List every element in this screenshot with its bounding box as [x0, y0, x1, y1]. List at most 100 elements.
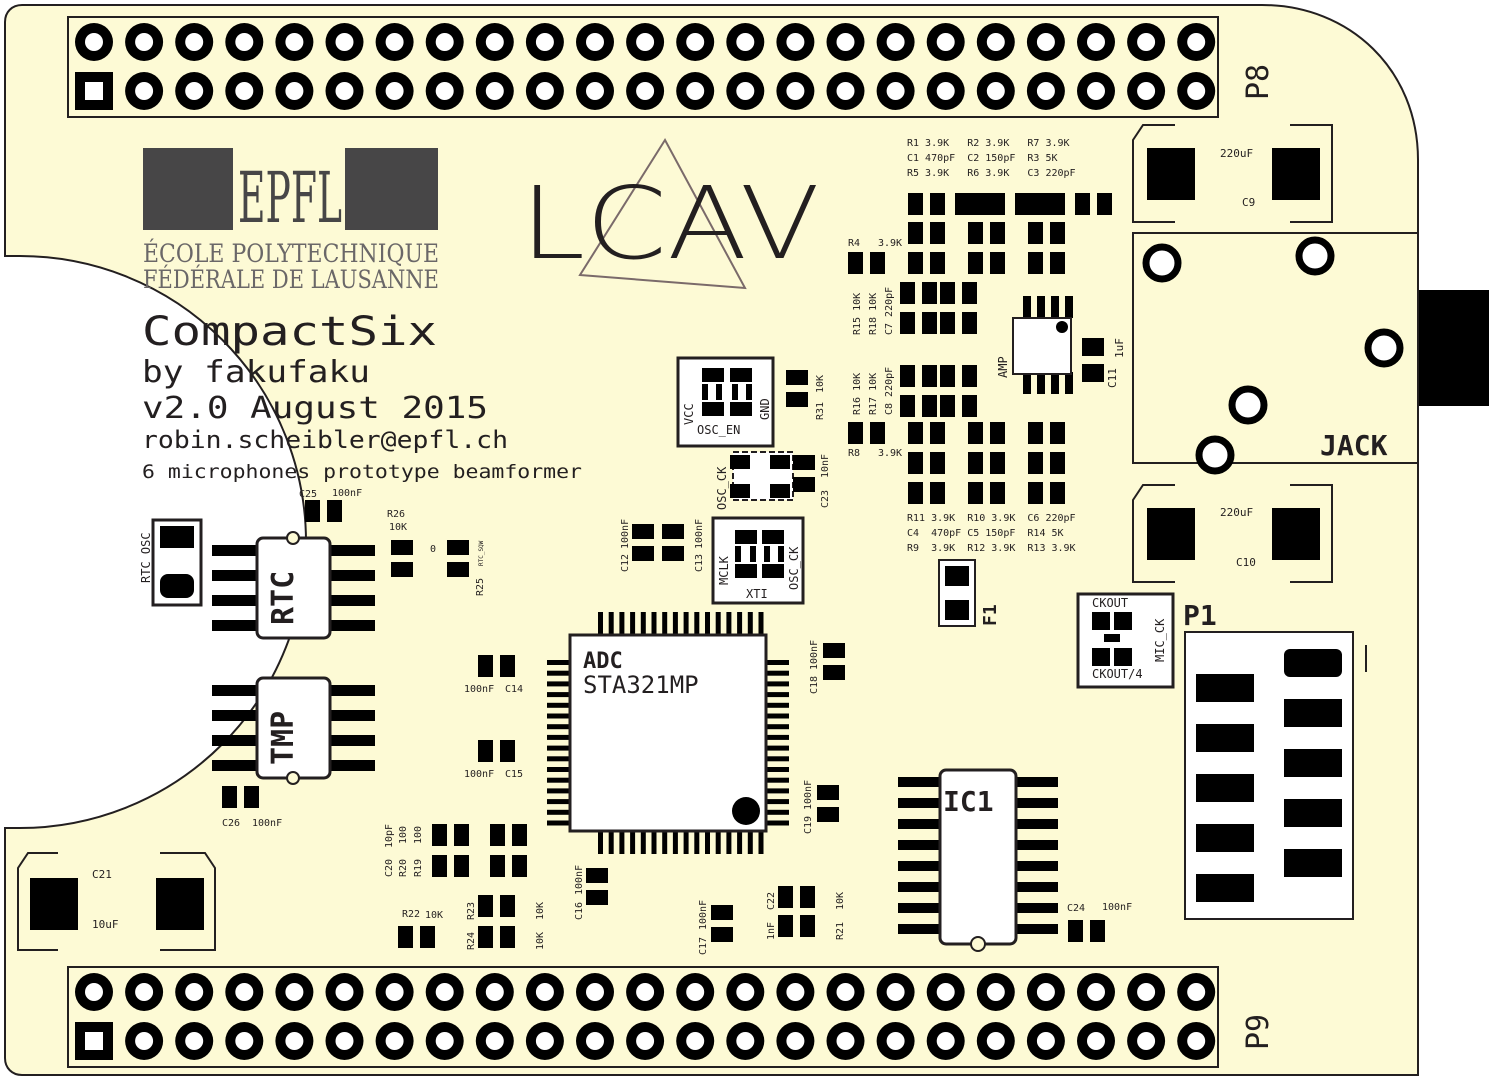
r8-label: R8: [848, 448, 860, 459]
value-row-2: C1 470pF C2 150pF R3 5K: [907, 153, 1058, 164]
adc-pin: [767, 681, 789, 687]
smd-pad: [962, 282, 977, 304]
header-p8-label: P8: [1241, 64, 1276, 100]
adc-pin: [547, 777, 569, 783]
filter-values: R1 3.9K R2 3.9K R7 3.9K C1 470pF C2 150p…: [907, 138, 1076, 554]
header-pin-hole: [836, 1032, 855, 1050]
rtc-osc-crystal: RTC_OSC: [139, 518, 203, 607]
header-pin-hole: [1087, 82, 1105, 100]
adc-pin: [715, 612, 721, 634]
smd-pad: [962, 395, 977, 417]
ic1-pin: [1016, 861, 1058, 871]
r31-label: R31: [815, 402, 826, 420]
smd-pad: [930, 252, 945, 274]
c10-label: C10: [1236, 556, 1256, 569]
smd-pad: [940, 312, 955, 334]
xti-osc-ck: OSC_CK: [787, 546, 801, 590]
adc-pin: [758, 612, 764, 634]
adc-pin: [737, 832, 743, 854]
c8-label: C8 220pF: [884, 367, 895, 415]
audio-jack: JACK: [1132, 232, 1489, 475]
smd-pad: [908, 482, 923, 504]
c10-value: 220uF: [1220, 506, 1253, 519]
smd-pad: [478, 895, 493, 917]
smd-pad: [398, 926, 413, 948]
smd-pad: [512, 855, 527, 877]
adc-pin: [767, 809, 789, 815]
smd-pad: [940, 365, 955, 387]
header-pin-hole: [385, 33, 404, 51]
ic1-pin: [898, 819, 940, 829]
smd-pad: [711, 927, 733, 942]
c10-capacitor: 220uF C10: [1132, 484, 1333, 583]
header-pin-hole: [485, 82, 504, 100]
adc-pin: [767, 788, 789, 794]
smd-pad: [1050, 452, 1065, 474]
smd-pad: [327, 500, 342, 522]
xti-mclk: MCLK: [717, 555, 731, 585]
smd-pad: [1075, 193, 1090, 215]
osc-ck-crystal: OSC_CK: [715, 451, 794, 510]
smd-pad: [500, 740, 515, 762]
smd-pad: [922, 282, 937, 304]
ic1-pin: [898, 840, 940, 850]
header-pin-hole: [1036, 82, 1055, 100]
smd-pad: [786, 392, 808, 407]
adc-pin: [547, 670, 569, 676]
smd-pad: [990, 482, 1005, 504]
smd-pad: [968, 222, 983, 244]
header-pin-hole: [1087, 1032, 1105, 1050]
header-pin-hole: [1137, 983, 1156, 1001]
header-pin-hole: [886, 33, 905, 51]
c11-label: C11: [1106, 368, 1119, 388]
header-pin-hole: [786, 983, 805, 1001]
smd-pad: [447, 540, 469, 555]
header-pin-hole: [85, 82, 103, 100]
header-pin-hole: [335, 33, 354, 51]
adc-pin: [767, 745, 789, 751]
adc-pin: [694, 832, 700, 854]
c18-value: 100nF: [809, 640, 820, 670]
epfl-line-2: FÉDÉRALE DE LAUSANNE: [143, 265, 439, 294]
smd-pad: [586, 890, 608, 905]
r25-label: R25: [475, 578, 486, 596]
smd-pad: [490, 855, 505, 877]
header-pin-hole: [686, 983, 705, 1001]
adc-pin: [547, 799, 569, 805]
header-pin-hole: [1036, 983, 1055, 1001]
header-pin-hole: [185, 82, 204, 100]
header-pin-hole: [736, 1032, 755, 1050]
adc-pin: [598, 832, 603, 854]
adc-pin: [547, 820, 569, 826]
adc-pin: [683, 832, 689, 854]
r24-label: R24: [466, 932, 477, 950]
smd-pad: [478, 740, 493, 762]
header-pin-hole: [335, 1032, 354, 1050]
smd-pad: [1028, 222, 1043, 244]
smd-pad: [1028, 452, 1043, 474]
header-pin-hole: [235, 82, 254, 100]
c11-capacitor: C11 1uF: [1082, 338, 1126, 388]
c24-label: C24: [1067, 903, 1085, 914]
header-pin-hole: [886, 983, 905, 1001]
header-pin-hole: [1137, 1032, 1156, 1050]
smd-pad: [922, 365, 937, 387]
adc-pin: [547, 745, 569, 751]
c15-label: C15: [505, 769, 523, 780]
c16-label: C16: [574, 902, 585, 920]
mic-ck-label: MIC_CK: [1153, 618, 1167, 662]
smd-pad: [908, 452, 923, 474]
p1-connector: P1: [1183, 599, 1367, 920]
smd-pad: [1050, 422, 1065, 444]
header-pin-hole: [1036, 1032, 1055, 1050]
smd-pad: [793, 477, 815, 492]
header-pin-hole: [235, 983, 254, 1001]
smd-pad: [1028, 193, 1043, 215]
adc-pin: [547, 756, 569, 762]
smd-pad: [900, 282, 915, 304]
r25-value: 0: [430, 544, 436, 555]
smd-pad: [870, 252, 885, 274]
header-pin-hole: [235, 33, 254, 51]
board-version: v2.0 August 2015: [142, 391, 488, 426]
